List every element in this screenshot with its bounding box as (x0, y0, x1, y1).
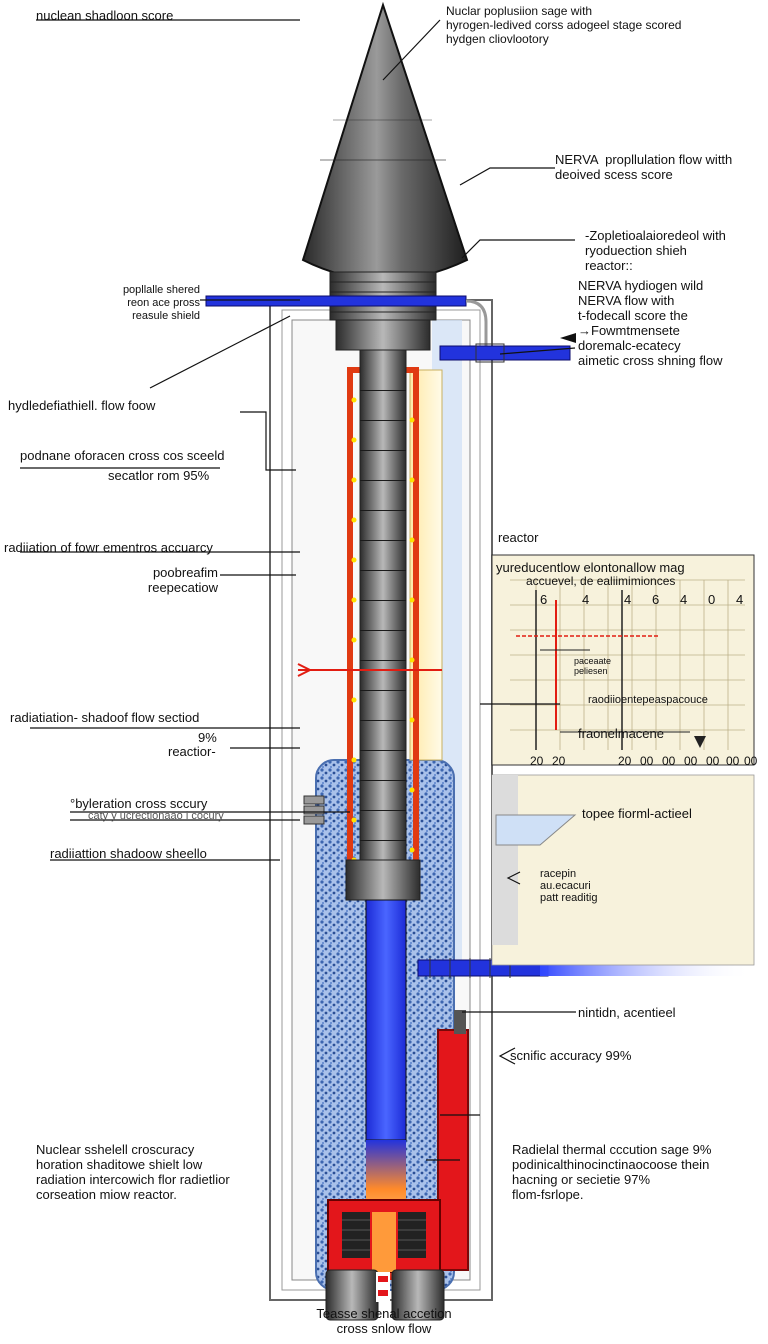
label-radiation-shield: radiiattion shadoow sheello (50, 846, 207, 861)
label-top-right: Nuclar poplusiion sage with hyrogen-ledi… (446, 4, 682, 46)
label-hydle: hydledefiathiell. flow foow (8, 398, 156, 413)
label-poobre: poobreafim reepecatiow (147, 565, 218, 595)
label-nerva-flow: NERVA propllulation flow witth deoived s… (555, 152, 733, 182)
axis-tick: 20 (618, 754, 632, 768)
chart-top-ticks: 6 4 4 6 4 0 4 (540, 592, 750, 607)
label-pct-9: 9% (198, 730, 217, 745)
axis-tick: 00 (706, 754, 720, 768)
top-tick: 4 (624, 592, 632, 607)
label-topee: topee fiorml-actieel (582, 806, 692, 821)
axis-tick: 00 (744, 754, 758, 768)
top-tick: 4 (582, 592, 590, 607)
top-tick: 4 (736, 592, 744, 607)
label-popllalle: popllalle shered reon ace pross reasule … (122, 284, 200, 322)
axis-tick: 00 (684, 754, 698, 768)
top-tick: 0 (708, 592, 716, 607)
label-racepin: racepin au.ecacuri patt readitig (540, 868, 598, 904)
label-nerva-hydrogen: NERVA hydiogen wild NERVA flow with t-fo… (578, 278, 723, 368)
heat-exchanger (437, 1029, 469, 1271)
label-scnific: scnific accuracy 99% (510, 1048, 632, 1063)
nose-cone (301, 1, 469, 281)
label-zoplet: -Zopletioalaioredeol with ryoduection sh… (585, 228, 726, 273)
axis-tick: 00 (640, 754, 654, 768)
label-bottom: Teasse shenal accetion cross snlow flow (316, 1306, 452, 1336)
label-secator: secatlor rom 95% (108, 468, 210, 483)
label-radiation-shadof: radiatiation- shadoof flow sectiod (10, 710, 200, 725)
reactor-chart (491, 554, 755, 766)
label-radielal: Radielal thermal cccution sage 9% podini… (512, 1142, 712, 1202)
chart-mark-2: raodiioentepeaspacouce (588, 694, 708, 706)
axis-tick: 00 (726, 754, 740, 768)
chart-axis-ticks: 20 20 20 00 00 00 00 00 00 (530, 754, 757, 768)
chart-mark-3: fraonelmacene (578, 726, 664, 741)
label-nintidn: nintidn, acentieel (578, 1005, 676, 1020)
label-reactor-chart: reactor (498, 530, 539, 545)
label-podnane: podnane oforacen cross cos sceeld (20, 448, 225, 463)
axis-tick: 20 (530, 754, 544, 768)
heat-dots (351, 397, 415, 863)
coolant-column (365, 899, 407, 1141)
label-reactior: reactior- (168, 744, 216, 759)
top-coolant-pipe (205, 295, 467, 307)
label-radiation-fow: radiiation of fowr ementros accuarcy (4, 540, 213, 555)
label-byleration-sub: caty y ucrectionaao i cocury (88, 810, 224, 822)
chart-title: yureducentlow elontonallow mag (496, 560, 685, 575)
top-tick: 4 (680, 592, 688, 607)
label-byleration: °byleration cross sccury (70, 796, 208, 811)
label-nuclear-shelell: Nuclear sshelell croscuracy horation sha… (36, 1142, 230, 1202)
label-top-left: nuclean shadloon score (36, 8, 174, 23)
top-tick: 6 (652, 592, 660, 607)
axis-tick: 00 (662, 754, 676, 768)
chart-mark-1: paceaate peliesen (574, 656, 612, 676)
top-tick: 6 (540, 592, 548, 607)
axis-tick: 20 (552, 754, 566, 768)
chart-subtitle: accuevel, de ealiimimionces (526, 574, 676, 588)
